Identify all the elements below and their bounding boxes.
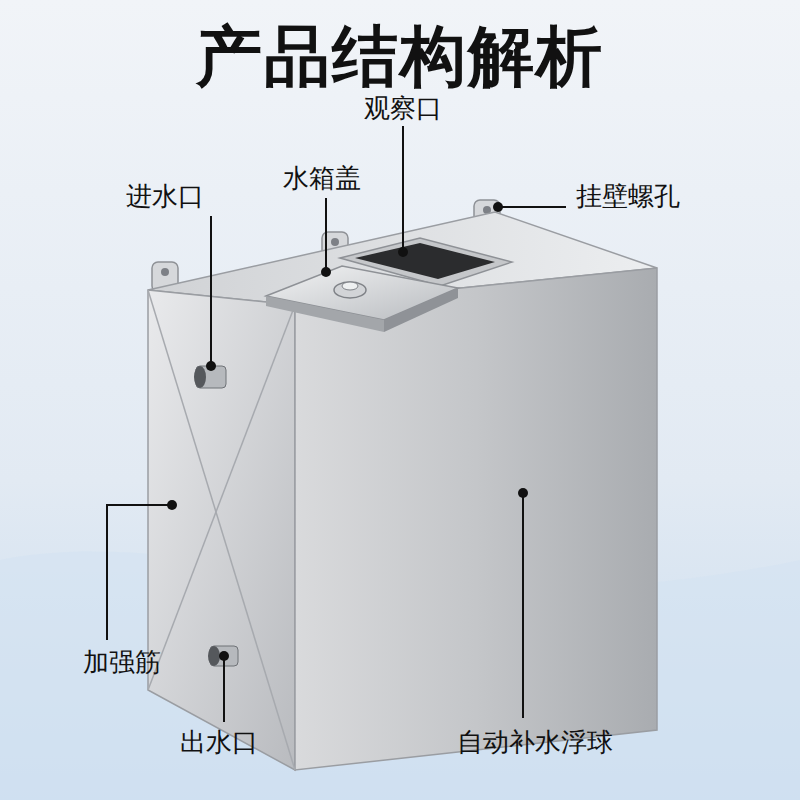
part-label: 水箱盖: [281, 162, 363, 194]
reinforcing-rib: [148, 290, 295, 770]
lid-edge: [266, 296, 384, 332]
lid-knob: [334, 282, 366, 298]
part-label: 挂壁螺孔: [574, 180, 682, 212]
lid-knob: [342, 282, 358, 290]
part-label: 出水口: [178, 726, 260, 758]
part-label: 观察口: [362, 92, 444, 124]
page-title: 产品结构解析: [196, 12, 604, 102]
leader-lines: [107, 126, 566, 722]
part-label: 自动补水浮球: [455, 726, 615, 758]
lid-edge: [384, 288, 458, 332]
tank-front: [295, 268, 657, 770]
part-label: 进水口: [124, 180, 206, 212]
leader-dots: [167, 202, 528, 661]
part-label: 加强筋: [81, 646, 163, 678]
tank-side: [148, 290, 295, 770]
